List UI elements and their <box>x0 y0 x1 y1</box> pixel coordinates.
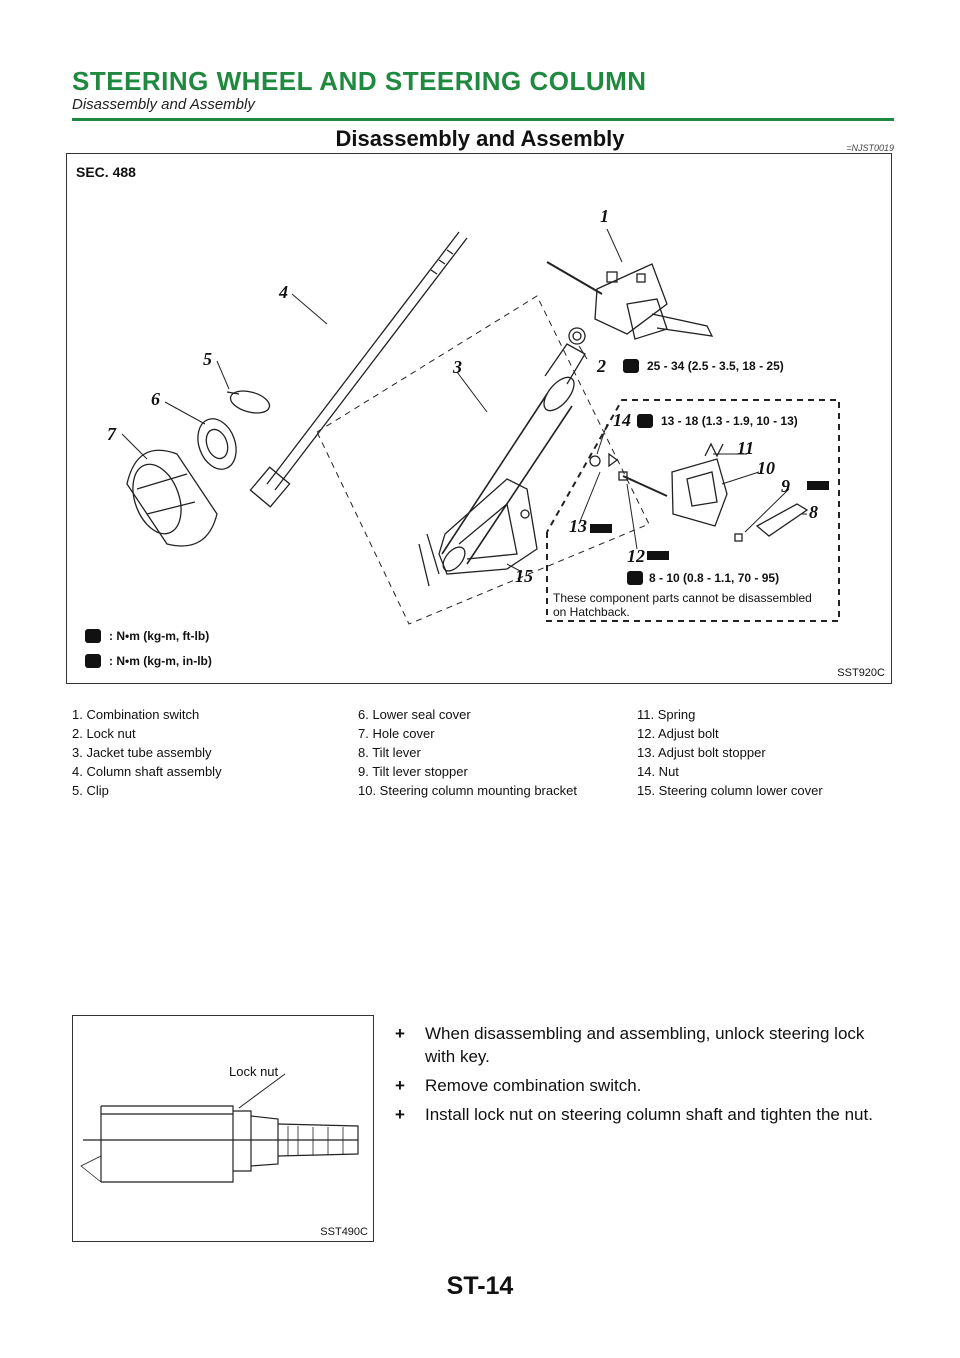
instruction-item: + Remove combination switch. <box>395 1074 893 1097</box>
torque-spec-12: 8 - 10 (0.8 - 1.1, 70 - 95) <box>649 571 780 585</box>
torque-wrench-icon <box>623 359 639 373</box>
hatchback-note-line1: These component parts cannot be disassem… <box>553 591 812 605</box>
grease-icon <box>590 524 612 533</box>
bullet-marker: + <box>395 1076 405 1095</box>
instruction-list: + When disassembling and assembling, unl… <box>395 1022 893 1132</box>
torque-wrench-small-icon <box>627 571 643 585</box>
section-code: =NJST0019 <box>846 143 894 153</box>
callout-5: 5 <box>203 349 212 369</box>
section-title: Disassembly and Assembly <box>335 126 625 151</box>
bullet-marker: + <box>395 1105 405 1124</box>
list-item: 8. Tilt lever <box>358 745 421 760</box>
callout-9: 9 <box>781 476 790 496</box>
callout-3: 3 <box>453 357 462 377</box>
page-number: ST-14 <box>446 1272 514 1300</box>
bullet-marker: + <box>395 1024 405 1043</box>
callout-7: 7 <box>107 424 116 444</box>
callout-14: 14 <box>613 410 631 430</box>
callout-13: 13 <box>569 516 587 536</box>
section-number-label: SEC. 488 <box>76 164 136 180</box>
list-item: 13. Adjust bolt stopper <box>637 745 766 760</box>
instruction-text: Install lock nut on steering column shaf… <box>425 1105 873 1124</box>
callout-6: 6 <box>151 389 160 409</box>
parts-column-2: 6. Lower seal cover 7. Hole cover 8. Til… <box>358 705 577 800</box>
list-item: 3. Jacket tube assembly <box>72 745 212 760</box>
callout-12: 12 <box>627 546 645 566</box>
instruction-text: When disassembling and assembling, unloc… <box>425 1024 865 1066</box>
list-item: 2. Lock nut <box>72 726 136 741</box>
callout-15: 15 <box>515 566 533 586</box>
callout-8: 8 <box>809 502 818 522</box>
torque-wrench-icon <box>85 629 101 643</box>
lock-nut-figure: Lock nut SST490C <box>72 1015 374 1242</box>
parts-column-1: 1. Combination switch 2. Lock nut 3. Jac… <box>72 705 222 800</box>
page-header-subtitle: Disassembly and Assembly <box>72 96 255 113</box>
figure-id: SST490C <box>320 1226 368 1238</box>
list-item: 14. Nut <box>637 764 679 779</box>
exploded-diagram-figure: SEC. 488 1 4 5 6 7 3 2 14 11 10 9 8 13 1… <box>66 153 892 684</box>
torque-spec-14: 13 - 18 (1.3 - 1.9, 10 - 13) <box>661 414 798 428</box>
torque-wrench-icon <box>637 414 653 428</box>
torque-wrench-small-icon <box>85 654 101 668</box>
legend-in-lb: : N•m (kg-m, in-lb) <box>109 654 212 668</box>
callout-1: 1 <box>600 206 609 226</box>
list-item: 4. Column shaft assembly <box>72 764 222 779</box>
list-item: 11. Spring <box>637 707 696 722</box>
hatchback-note-line2: on Hatchback. <box>553 605 630 619</box>
lock-nut-label: Lock nut <box>229 1064 279 1079</box>
legend-ft-lb: : N•m (kg-m, ft-lb) <box>109 629 210 643</box>
instruction-item: + Install lock nut on steering column sh… <box>395 1103 893 1126</box>
list-item: 9. Tilt lever stopper <box>358 764 468 779</box>
list-item: 1. Combination switch <box>72 707 200 722</box>
grease-icon <box>647 551 669 560</box>
grease-icon <box>807 481 829 490</box>
list-item: 6. Lower seal cover <box>358 707 471 722</box>
list-item: 12. Adjust bolt <box>637 726 719 741</box>
instruction-item: + When disassembling and assembling, unl… <box>395 1022 893 1068</box>
header-divider <box>72 118 894 121</box>
page-header-title: STEERING WHEEL AND STEERING COLUMN <box>72 66 647 96</box>
list-item: 7. Hole cover <box>358 726 435 741</box>
exploded-diagram-drawing <box>121 228 840 625</box>
callout-4: 4 <box>279 282 288 302</box>
list-item: 10. Steering column mounting bracket <box>358 783 577 798</box>
torque-spec-2: 25 - 34 (2.5 - 3.5, 18 - 25) <box>647 359 784 373</box>
list-item: 15. Steering column lower cover <box>637 783 823 798</box>
list-item: 5. Clip <box>72 783 109 798</box>
instruction-text: Remove combination switch. <box>425 1076 642 1095</box>
lock-nut-drawing <box>80 1073 359 1183</box>
figure-id: SST920C <box>837 667 885 679</box>
callout-10: 10 <box>757 458 775 478</box>
callout-11: 11 <box>737 438 755 458</box>
parts-column-3: 11. Spring 12. Adjust bolt 13. Adjust bo… <box>637 705 823 800</box>
callout-2: 2 <box>597 356 606 376</box>
